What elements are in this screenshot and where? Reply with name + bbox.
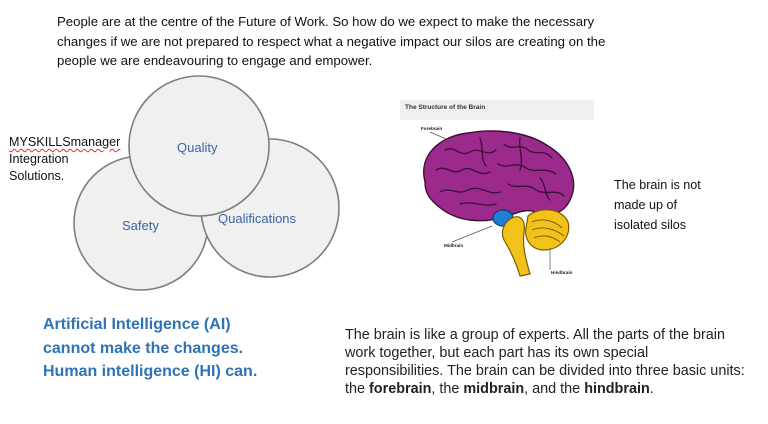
- explanation-text-2: , the: [431, 381, 464, 397]
- hindbrain-cerebellum: [525, 209, 570, 251]
- brain-note-line-3: isolated silos: [614, 218, 687, 232]
- company-label: MYSKILLSmanager Integration Solutions.: [9, 134, 120, 185]
- company-name: MYSKILLSmanager: [9, 135, 121, 149]
- brain-explanation: The brain is like a group of experts. Al…: [345, 326, 745, 398]
- explanation-forebrain: forebrain: [369, 381, 432, 397]
- explanation-text-1: The brain is like a group of experts. Al…: [345, 327, 745, 397]
- venn-circle-quality: [128, 75, 270, 217]
- explanation-hindbrain: hindbrain: [584, 381, 650, 397]
- explanation-text-4: .: [649, 381, 654, 397]
- company-line-3: Solutions.: [9, 169, 65, 183]
- intro-paragraph: People are at the centre of the Future o…: [57, 14, 606, 68]
- brain-label-forebrain: Forebrain: [421, 126, 443, 131]
- hindbrain-brainstem: [501, 216, 531, 277]
- brain-label-midbrain: Midbrain: [444, 243, 464, 248]
- company-line-2: Integration: [9, 152, 69, 166]
- brain-note-line-2: made up of: [614, 198, 678, 212]
- brain-note: The brain is not made up of isolated sil…: [614, 175, 701, 235]
- explanation-midbrain: midbrain: [463, 381, 525, 397]
- brain-figure-title: The Structure of the Brain: [405, 104, 486, 111]
- venn-label-quality: Quality: [177, 140, 218, 155]
- ai-line-2: cannot make the changes.: [43, 339, 244, 357]
- brain-note-line-1: The brain is not: [614, 178, 701, 192]
- brain-label-hindbrain: Hindbrain: [551, 270, 573, 275]
- venn-label-safety: Safety: [122, 218, 159, 233]
- ai-line-3: Human intelligence (HI) can.: [43, 363, 258, 380]
- ai-line-1: Artificial Intelligence (AI): [43, 316, 231, 333]
- ai-statement: Artificial Intelligence (AI) cannot make…: [43, 313, 257, 384]
- venn-label-qualifications: Qualifications: [218, 211, 297, 226]
- explanation-text-3: , and the: [524, 381, 585, 397]
- brain-illustration: [400, 100, 594, 294]
